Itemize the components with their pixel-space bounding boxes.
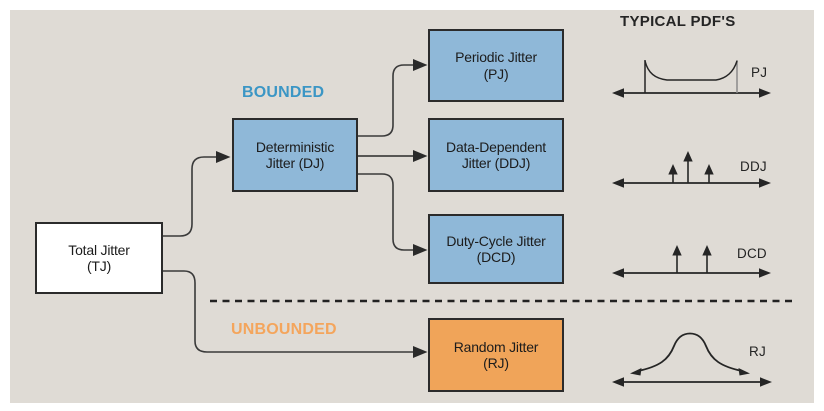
node-random-jitter: Random Jitter (RJ) <box>428 318 564 392</box>
node-random-jitter-line2: (RJ) <box>483 355 509 371</box>
node-total-jitter-line2: (TJ) <box>86 258 112 274</box>
dcd-pdf-label: DCD <box>737 246 767 261</box>
node-random-jitter-line1: Random Jitter <box>453 338 539 355</box>
typical-pdfs-title: TYPICAL PDF'S <box>620 13 736 30</box>
node-duty-cycle-jitter-line1: Duty-Cycle Jitter <box>446 232 546 249</box>
node-deterministic-jitter-line1: Deterministic <box>255 138 335 155</box>
unbounded-section-label: UNBOUNDED <box>231 321 337 338</box>
node-deterministic-jitter: Deterministic Jitter (DJ) <box>232 118 358 192</box>
ddj-pdf-label: DDJ <box>740 159 767 174</box>
node-data-dependent-jitter-line2: Jitter (DDJ) <box>461 155 531 171</box>
node-duty-cycle-jitter: Duty-Cycle Jitter (DCD) <box>428 214 564 284</box>
rj-pdf-label: RJ <box>749 344 766 359</box>
diagram-background-panel <box>10 10 814 403</box>
bounded-section-label: BOUNDED <box>242 84 325 101</box>
node-total-jitter-line1: Total Jitter <box>68 241 130 258</box>
node-duty-cycle-jitter-line2: (DCD) <box>476 249 516 265</box>
node-data-dependent-jitter: Data-Dependent Jitter (DDJ) <box>428 118 564 192</box>
node-deterministic-jitter-line2: Jitter (DJ) <box>265 155 325 171</box>
node-data-dependent-jitter-line1: Data-Dependent <box>446 138 546 155</box>
pj-pdf-label: PJ <box>751 65 768 80</box>
node-periodic-jitter: Periodic Jitter (PJ) <box>428 29 564 102</box>
node-periodic-jitter-line1: Periodic Jitter <box>455 49 537 65</box>
node-total-jitter: Total Jitter (TJ) <box>35 222 163 294</box>
node-periodic-jitter-line2: (PJ) <box>483 65 509 82</box>
